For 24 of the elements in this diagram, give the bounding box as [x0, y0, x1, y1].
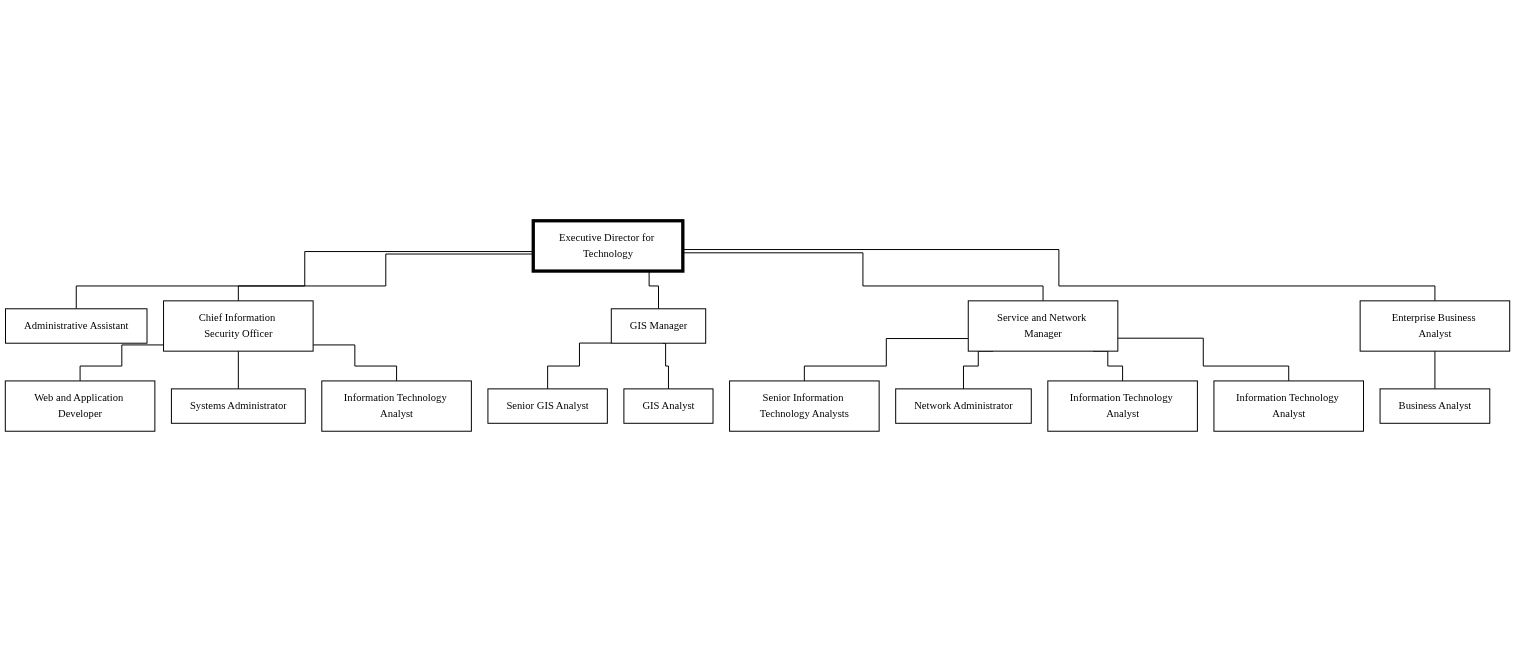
connector	[79, 344, 165, 382]
connector	[1117, 337, 1290, 382]
node-box: Chief Information Security Officer	[163, 300, 314, 352]
node-box: Information Technology Analyst	[1213, 380, 1364, 432]
node-box: Senior Information Technology Analysts	[729, 380, 880, 432]
node-box: Systems Administrator	[170, 388, 306, 424]
connector	[547, 342, 612, 390]
node-box: Service and Network Manager	[967, 300, 1119, 352]
node-box: Information Technology Analyst	[321, 380, 472, 432]
connector	[662, 342, 669, 390]
connector	[1434, 350, 1436, 390]
node-box: GIS Manager	[610, 308, 707, 344]
connector	[237, 350, 239, 390]
node-box: GIS Analyst	[623, 388, 714, 424]
node-box: Executive Director for Technology	[531, 219, 685, 273]
node-box: Enterprise Business Analyst	[1359, 300, 1511, 352]
node-box: Web and Application Developer	[4, 380, 156, 432]
connector	[803, 338, 969, 382]
node-box: Business Analyst	[1379, 388, 1491, 424]
node-box: Network Administrator	[895, 388, 1032, 424]
node-box: Administrative Assistant	[5, 308, 148, 344]
node-box: Information Technology Analyst	[1047, 380, 1198, 432]
connector	[312, 344, 398, 382]
node-box: Senior GIS Analyst	[487, 388, 608, 424]
